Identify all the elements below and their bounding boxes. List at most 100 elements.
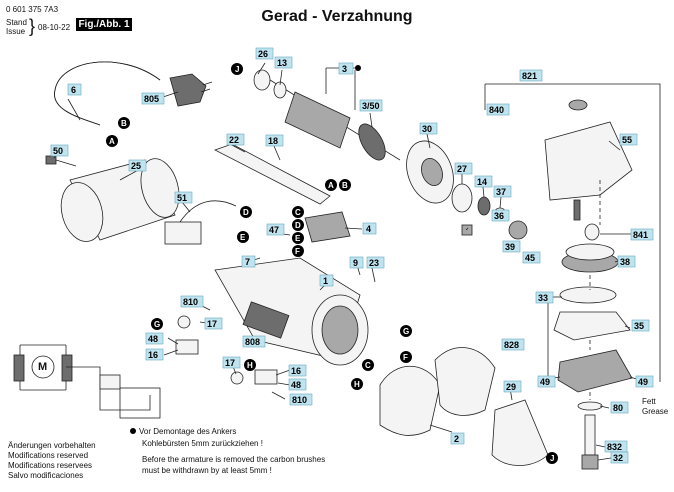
issue-brace: } [29,16,36,36]
svg-text:51: 51 [177,193,187,203]
marker-b-housing: B [339,179,351,191]
part-label-828: 828 [501,338,525,351]
svg-text:1: 1 [323,276,328,286]
grease-note-en: Grease [642,407,669,416]
wheel-guard [491,399,549,466]
marker-e-switch: E [237,231,249,243]
svg-text:C: C [295,208,301,217]
svg-text:22: 22 [229,135,239,145]
marker-h-brush: H [244,359,256,371]
part-label-832: 832 [604,440,628,453]
svg-text:48: 48 [291,380,301,390]
svg-text:48: 48 [148,334,158,344]
part-label-26: 26 [255,47,274,60]
motor-housing [60,158,180,242]
armature [253,69,401,161]
svg-text:B: B [121,119,127,128]
svg-text:13: 13 [277,58,287,68]
svg-text:16: 16 [148,350,158,360]
svg-text:33: 33 [538,293,548,303]
svg-text:35: 35 [634,321,644,331]
svg-text:A: A [328,181,334,190]
part-label-840: 840 [486,103,510,116]
part-label-805: 805 [141,92,165,105]
svg-text:50: 50 [53,146,63,156]
svg-text:G: G [403,327,409,336]
svg-text:17: 17 [207,319,217,329]
svg-text:808: 808 [245,337,260,347]
svg-text:810: 810 [292,395,307,405]
marker-f-coil: F [400,351,412,363]
part-label-16-lower: 16 [288,364,307,377]
diagram-title: Gerad - Verzahnung [261,8,413,25]
part-label-14: 14 [474,175,493,188]
part-label-29: 29 [503,380,522,393]
svg-text:E: E [240,233,246,242]
footnote-line-3: Before the armature is removed the carbo… [142,455,326,464]
svg-text:27: 27 [457,164,467,174]
part-label-6: 6 [67,83,82,96]
marker-f-housing: F [292,245,304,257]
svg-text:18: 18 [268,136,278,146]
changes-fr: Modifications reservees [8,461,93,470]
svg-text:9: 9 [353,258,358,268]
svg-text:6: 6 [71,85,76,95]
bevel-gear [561,223,619,273]
svg-text:J: J [550,454,554,463]
spindle [577,401,603,470]
svg-text:36: 36 [494,211,504,221]
svg-text:810: 810 [183,297,198,307]
screw-50 [45,155,77,167]
svg-text:47: 47 [269,225,279,235]
part-label-810-bottom: 810 [289,393,313,406]
svg-text:D: D [243,208,249,217]
svg-text:E: E [295,234,301,243]
svg-text:26: 26 [258,49,268,59]
motor-symbol: M [38,361,48,373]
part-label-22: 22 [226,133,245,146]
part-label-55: 55 [619,133,638,146]
part-label-48-upper: 48 [145,332,164,345]
svg-text:37: 37 [496,187,506,197]
part-label-27: 27 [454,162,473,175]
svg-text:39: 39 [505,242,515,252]
svg-text:4: 4 [366,224,371,234]
marker-e-housing: E [292,232,304,244]
part-labels: 3 3/50 26 13 6 805 50 25 22 18 30 27 14 … [50,47,654,464]
part-label-37: 37 [493,185,512,198]
svg-text:23: 23 [369,258,379,268]
part-label-45: 45 [522,251,541,264]
svg-text:7: 7 [245,257,250,267]
changes-en: Modifications reserved [8,451,89,460]
svg-text:D: D [295,221,301,230]
circuit-schematic [13,344,161,419]
part-label-25: 25 [128,159,147,172]
svg-text:55: 55 [622,135,632,145]
svg-text:49: 49 [638,377,648,387]
svg-text:80: 80 [613,403,623,413]
part-label-36: 36 [491,209,510,222]
grease-note-de: Fett [642,397,656,406]
svg-text:828: 828 [504,340,519,350]
part-label-47: 47 [266,223,285,236]
svg-text:J: J [235,65,239,74]
part-label-13: 13 [274,56,293,69]
svg-text:49: 49 [540,377,550,387]
footnote-line-4: must be withdrawn by at least 5mm ! [142,466,272,475]
part-label-48-lower: 48 [288,378,307,391]
svg-text:2: 2 [454,434,459,444]
marker-a-housing: A [325,179,337,191]
part-label-80: 80 [610,401,629,414]
svg-text:17: 17 [225,358,235,368]
svg-text:F: F [403,353,408,362]
changes-es: Salvo modificaciones [8,471,84,480]
figure-badge: Fig./Abb. 1 [76,18,132,31]
svg-text:38: 38 [620,257,630,267]
fan-baffle [406,140,454,204]
power-cord [54,61,161,126]
svg-text:14: 14 [477,177,487,187]
document-number: 0 601 375 7A3 [6,5,59,14]
part-label-49-right: 49 [635,375,654,388]
marker-j-armature: J [231,63,243,75]
